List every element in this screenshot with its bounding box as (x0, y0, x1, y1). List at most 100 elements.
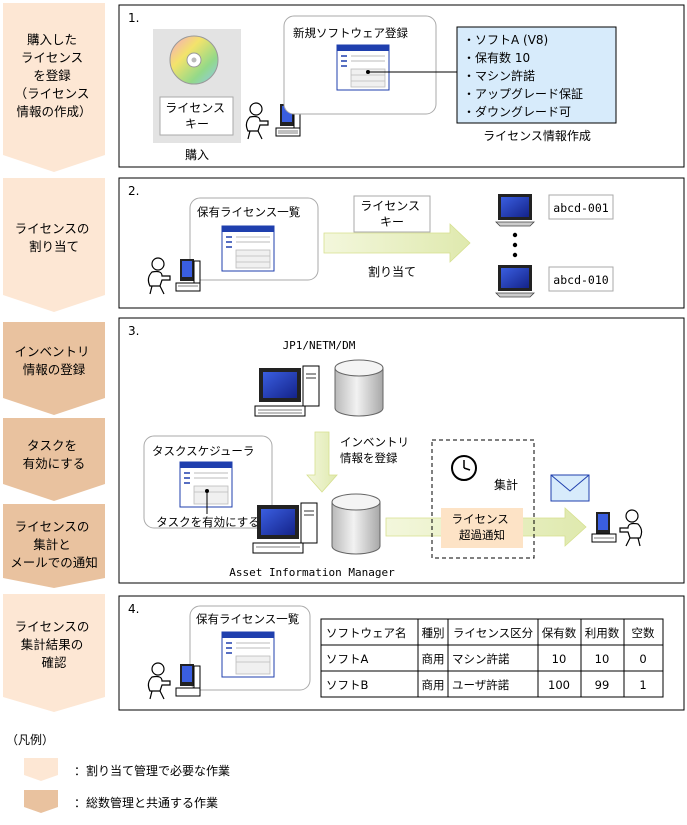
step-shape (3, 594, 105, 712)
register-window-title: 新規ソフトウェア登録 (293, 26, 408, 40)
step-line: タスクを (27, 438, 77, 453)
panel-3: 3. JP1/NETM/DM インベントリ 情報を登録 タスクスケジューラ (118, 317, 685, 584)
license-key-line: ライセンス (360, 199, 420, 213)
ellipsis-dot (512, 232, 518, 238)
step-line: （ライセンス (15, 86, 90, 101)
assign-arrow (323, 223, 471, 263)
step-line: ライセンスの (15, 619, 90, 634)
inventory-line: インベントリ (340, 435, 409, 449)
table-header: ソフトウェア名 (326, 626, 407, 640)
step-line: 有効にする (23, 456, 86, 471)
pc-icon (175, 259, 201, 292)
clock-icon (451, 455, 477, 481)
license-list-title: 保有ライセンス一覧 (196, 612, 299, 626)
license-key-line: キー (380, 215, 404, 229)
step-line: 情報の作成） (16, 104, 91, 119)
step-line: ライセンスの (15, 221, 90, 236)
legend-dark-label: ：総数管理と共通する作業 (74, 795, 218, 810)
pc-name-first: abcd-001 (553, 201, 608, 215)
legend: （凡例） ：割り当て管理で必要な作業 ：総数管理と共通する作業 (6, 733, 230, 813)
inventory-label: インベントリ 情報を登録 (340, 435, 413, 465)
step-text: ライセンスの 集計と メールでの通知 (10, 519, 98, 570)
table-cell: ソフトA (326, 652, 368, 666)
pc-icon (175, 664, 201, 697)
table-header: 空数 (632, 626, 655, 640)
mail-icon (550, 474, 590, 502)
table-cell: 商用 (422, 678, 445, 692)
server-workstation-icon (254, 365, 320, 417)
step-line: を登録 (33, 68, 71, 83)
step-line: メールでの通知 (10, 555, 98, 570)
table-cell: 99 (595, 678, 610, 692)
table-header: 保有数 (542, 626, 577, 640)
license-info-item: ・アップグレード保証 (463, 87, 583, 101)
database-icon (331, 493, 381, 555)
step-assign-license: ライセンスの 割り当て (3, 178, 105, 312)
license-key-text: ライセンス キー (360, 199, 424, 229)
list-window-icon (221, 225, 275, 272)
step-shape (3, 418, 105, 501)
step-line: 確認 (41, 655, 67, 670)
table-cell: 10 (552, 652, 567, 666)
ellipsis-dot (512, 252, 518, 258)
list-window-icon (221, 631, 275, 678)
license-alert-box (441, 508, 523, 548)
step-line: ライセンスの (15, 519, 90, 534)
aim-workstation-icon (252, 502, 318, 554)
aim-label: Asset Information Manager (229, 566, 395, 579)
inventory-line: 情報を登録 (340, 451, 398, 465)
step-aggregate-notify: ライセンスの 集計と メールでの通知 (3, 504, 105, 588)
license-alert-line: 超過通知 (459, 528, 505, 542)
panel-number: 4. (128, 602, 139, 616)
step-text: ライセンスの 割り当て (15, 221, 94, 254)
step-column: 購入した ライセンス を登録 （ライセンス 情報の作成） ライセンスの 割り当て… (3, 3, 105, 712)
pc-name-tag (548, 194, 614, 220)
user-icon (619, 509, 643, 547)
legend-title: （凡例） (6, 733, 54, 747)
laptop-icon (495, 265, 535, 298)
license-info-box (456, 26, 617, 124)
assign-label: 割り当て (368, 264, 416, 279)
step-line: 購入した (27, 32, 77, 47)
step-line: 情報の登録 (23, 362, 86, 377)
step-shape (3, 322, 105, 415)
cd-icon (169, 35, 219, 85)
step-check-result: ライセンスの 集計結果の 確認 (3, 594, 105, 712)
server-label: JP1/NETM/DM (283, 339, 356, 352)
table-cell: 0 (639, 652, 646, 666)
license-info-caption: ライセンス情報作成 (483, 129, 591, 143)
step-enable-task: タスクを 有効にする (3, 418, 105, 501)
license-key-line: ライセンス (165, 101, 225, 115)
panel-number: 2. (128, 184, 139, 198)
legend-swatch-dark (24, 790, 58, 813)
enable-task-label: タスクを有効にする (156, 515, 260, 529)
database-icon (334, 359, 384, 417)
license-info-item: ・ダウングレード可 (463, 104, 571, 119)
license-table: ソフトウェア名 種別 ライセンス区分 保有数 利用数 空数 ソフトA 商用 マシ… (320, 618, 664, 698)
step-register-inventory: インベントリ 情報の登録 (3, 322, 105, 415)
aggregate-label: 集計 (494, 477, 518, 492)
pc-name-last: abcd-010 (553, 273, 608, 287)
step-line: 割り当て (29, 239, 79, 254)
legend-swatch-light (24, 758, 58, 781)
table-header: ライセンス区分 (453, 626, 534, 640)
license-alert-text: ライセンス 超過通知 (452, 512, 513, 542)
table-cell: ソフトB (326, 678, 368, 692)
user-icon (147, 257, 171, 295)
form-window-icon (336, 44, 390, 91)
table-header: 利用数 (585, 626, 620, 640)
license-alert-line: ライセンス (452, 512, 509, 526)
user-icon (147, 662, 171, 700)
legend-light-label: ：割り当て管理で必要な作業 (74, 763, 230, 778)
aggregation-frame (431, 439, 535, 559)
step-text: 購入した ライセンス を登録 （ライセンス 情報の作成） (15, 32, 94, 119)
license-key-line: キー (185, 117, 209, 131)
ellipsis-dot (512, 242, 518, 248)
panel-number: 3. (128, 324, 139, 338)
license-key-card (159, 96, 234, 136)
panel-4: 4. 保有ライセンス一覧 (118, 595, 685, 711)
step-shape (3, 3, 105, 172)
step-line: ライセンス (21, 50, 83, 65)
license-key-card (353, 195, 431, 233)
